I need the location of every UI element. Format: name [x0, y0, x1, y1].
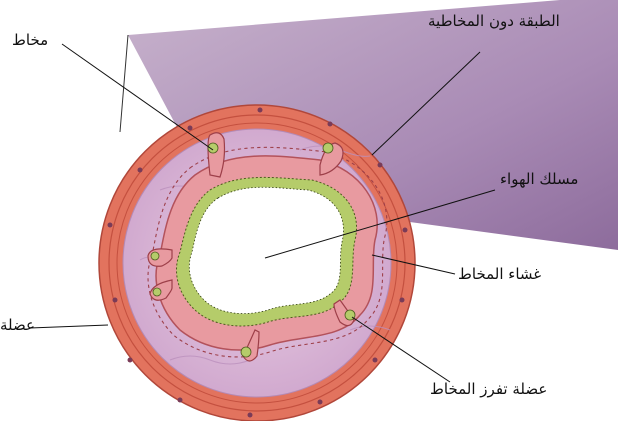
label-mucus: مخاط [12, 31, 48, 49]
leader-muscle [30, 325, 108, 328]
airway-lumen [189, 187, 343, 313]
label-airway: مسلك الهواء [500, 170, 578, 188]
label-submucosa: الطبقة دون المخاطية [428, 12, 560, 30]
label-muscle: عضلة [0, 316, 35, 334]
tube-edge-left [120, 35, 128, 132]
label-mucus-secreting-gland: عضلة تفرز المخاط [430, 380, 547, 398]
label-mucous-membrane: غشاء المخاط [458, 265, 541, 283]
